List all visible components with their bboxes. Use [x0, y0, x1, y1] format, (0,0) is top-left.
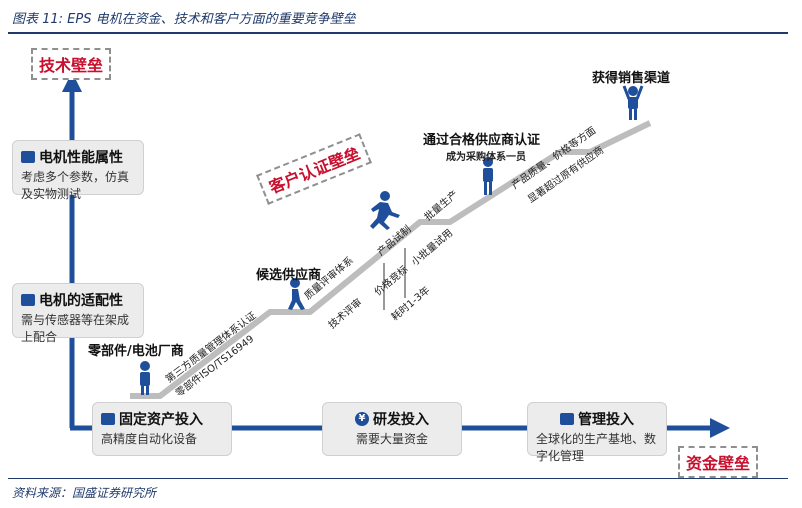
stage-certified-supplier: 通过合格供应商认证 [423, 133, 541, 148]
figure-title: 图表 11: EPS 电机在资金、技术和客户方面的重要竞争壁垒 [12, 12, 356, 27]
stairs-line [130, 120, 652, 399]
person-cheering-icon [622, 85, 644, 120]
up-arrowhead [62, 72, 82, 92]
person-icon-3 [483, 157, 493, 195]
stage-parts-supplier: 零部件/电池厂商 [88, 344, 184, 359]
source-note: 资料来源：国盛证券研究所 [12, 486, 157, 500]
monitor-icon [560, 413, 574, 425]
top-rule [8, 32, 788, 34]
tech-barrier-label: 技术壁垒 [31, 48, 112, 80]
capital-barrier-label: 资金壁垒 [678, 446, 759, 478]
tech-item-motor-performance: 电机性能属性 考虑多个参数，仿真及实物测试 [12, 140, 144, 201]
capital-item-management: 管理投入 全球化的生产基地、数字化管理 [527, 402, 667, 463]
person-walking-icon [288, 278, 305, 310]
stage-certified-subtitle: 成为采购体系一员 [446, 152, 526, 163]
capital-item-rnd: ¥研发投入 需要大量资金 [322, 402, 462, 456]
money-icon: ¥ [355, 412, 369, 426]
factory-icon [101, 413, 115, 425]
motor-icon [21, 151, 35, 163]
bottom-rule [8, 478, 788, 479]
stage-candidate-supplier: 候选供应商 [256, 268, 322, 283]
capital-item-fixed-assets: 固定资产投入 高精度自动化设备 [92, 402, 232, 456]
motor-icon [21, 294, 35, 306]
right-arrowhead [710, 418, 730, 438]
tech-item-motor-compatibility: 电机的适配性 需与传感器等在架成上配合 [12, 283, 144, 344]
person-icon-1 [140, 361, 150, 395]
person-running-icon [370, 191, 400, 230]
stage-sales-channel: 获得销售渠道 [592, 71, 671, 86]
